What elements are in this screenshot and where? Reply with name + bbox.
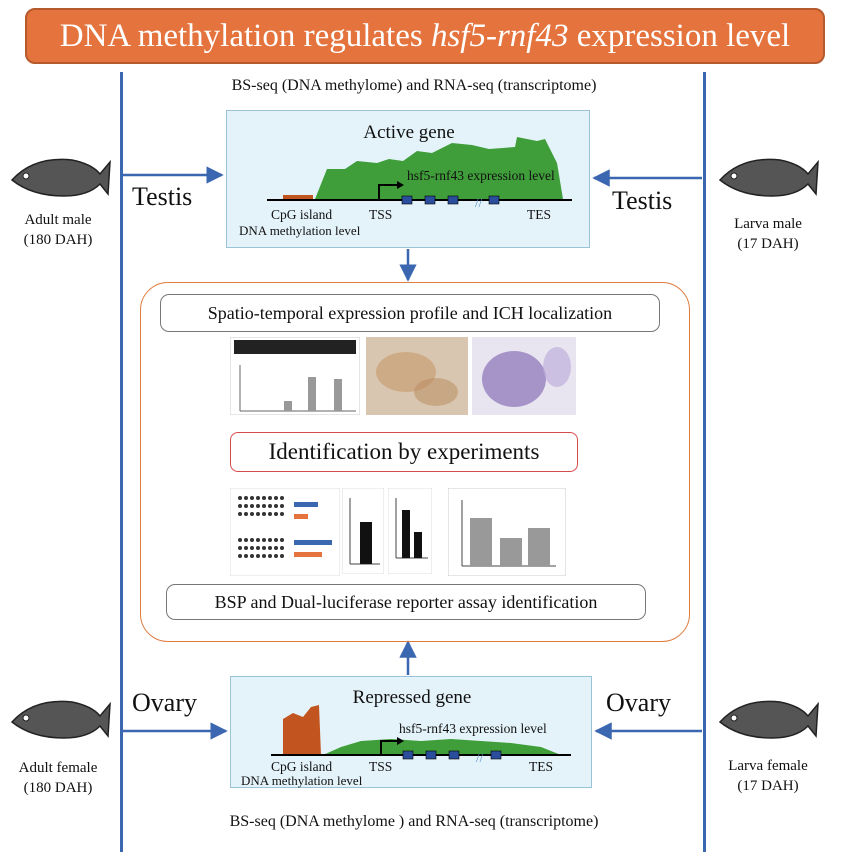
exon	[401, 195, 413, 205]
right-testis-label: Testis	[612, 186, 673, 215]
left-vertical-line	[120, 72, 123, 852]
left-testis-label: Testis	[132, 182, 193, 211]
repressed-expression-label: hsf5-rnf43 expression level	[399, 721, 547, 736]
active-cpg-label: CpG island	[271, 207, 333, 222]
larva-female-label: Larva female(17 DAH)	[728, 758, 808, 794]
bottom-caption: BS-seq (DNA methylome ) and RNA-seq (tra…	[229, 813, 599, 830]
fish-icon	[718, 700, 819, 739]
active-gene-panel: // Active gene hsf5-rnf43 expression lev…	[226, 110, 590, 248]
tss-arrow	[378, 184, 397, 200]
fish-icon	[10, 700, 111, 739]
repressed-gene-track: //	[271, 705, 571, 765]
repressed-tss-label: TSS	[369, 759, 393, 774]
luciferase-thumbnail-1	[342, 488, 384, 574]
exon	[488, 195, 500, 205]
repressed-methylation-label: DNA methylation level	[241, 773, 363, 788]
active-expression-label: hsf5-rnf43 expression level	[407, 168, 555, 183]
exon	[424, 195, 436, 205]
exon	[490, 750, 502, 760]
methylation-area	[283, 705, 321, 755]
repressed-gene-panel: // Repressed gene hsf5-rnf43 expression …	[230, 676, 592, 788]
expression-profile-box: Spatio-temporal expression profile and I…	[160, 294, 660, 332]
expression-bar-thumbnail	[230, 337, 360, 415]
ich-tissue-thumbnail-1	[366, 337, 468, 415]
larva-male-label: Larva male(17 DAH)	[734, 216, 802, 252]
luciferase-thumbnail-2	[388, 488, 432, 574]
right-ovary-label: Ovary	[606, 688, 671, 717]
title-gene: hsf5-rnf43	[430, 18, 569, 54]
exon	[402, 750, 414, 760]
left-ovary-label: Ovary	[132, 688, 197, 717]
active-methylation-label: DNA methylation level	[239, 223, 361, 238]
experiments-container	[140, 282, 690, 642]
break-mark: //	[475, 195, 483, 210]
title-banner: DNA methylation regulates hsf5-rnf43 exp…	[25, 8, 825, 64]
fish-icon	[718, 158, 819, 197]
repressed-tes-label: TES	[529, 759, 554, 774]
exon	[447, 195, 459, 205]
title-suffix: expression level	[568, 18, 791, 54]
break-mark: //	[476, 750, 484, 765]
repressed-gene-title: Repressed gene	[352, 687, 472, 708]
identification-box: Identification by experiments	[230, 432, 578, 472]
reporter-assay-thumbnail	[448, 488, 566, 576]
title-prefix: DNA methylation regulates	[59, 18, 431, 54]
adult-male-label: Adult male(180 DAH)	[23, 212, 93, 248]
active-gene-title: Active gene	[363, 122, 455, 143]
repressed-cpg-label: CpG island	[271, 759, 333, 774]
active-gene-track: //	[267, 137, 572, 210]
fish-icon	[10, 158, 111, 197]
ich-tissue-thumbnail-2	[472, 337, 576, 415]
active-tss-label: TSS	[369, 207, 393, 222]
bsp-methylation-thumbnail	[230, 488, 340, 576]
top-caption: BS-seq (DNA methylome) and RNA-seq (tran…	[231, 77, 597, 94]
tss-arrow	[380, 740, 397, 755]
active-tes-label: TES	[527, 207, 552, 222]
low-expression-area	[323, 739, 561, 755]
right-vertical-line	[703, 72, 706, 852]
tss-arrowhead	[397, 737, 404, 745]
adult-female-label: Adult female(180 DAH)	[18, 760, 98, 796]
bsp-luciferase-box: BSP and Dual-luciferase reporter assay i…	[166, 584, 646, 620]
cpg-methylation-bar	[283, 195, 313, 200]
tss-arrowhead	[397, 181, 404, 189]
expression-area	[315, 137, 563, 199]
exon	[448, 750, 460, 760]
exon	[425, 750, 437, 760]
